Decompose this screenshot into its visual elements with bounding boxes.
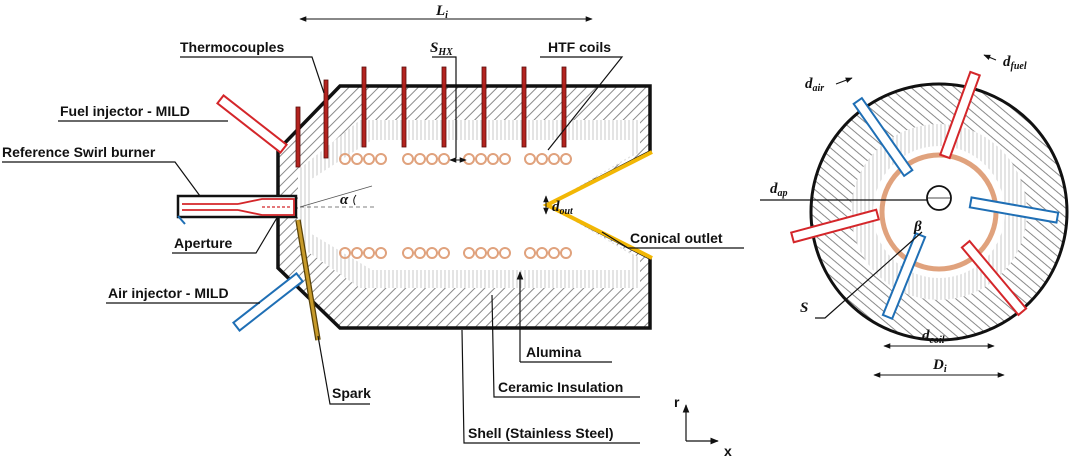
label-htf-coils: HTF coils — [548, 39, 611, 55]
thermocouples — [295, 66, 567, 168]
axis-x-label: x — [724, 443, 732, 459]
htf-coils-bottom — [339, 247, 572, 259]
air-injector-mild — [231, 272, 305, 332]
d-ap-symbol: dap — [770, 181, 788, 199]
s-hx-symbol: SHX — [430, 40, 453, 58]
label-spark: Spark — [332, 385, 371, 401]
end-view-section: dap β S dair dfuel dcoil Di — [760, 54, 1069, 378]
label-aperture: Aperture — [174, 235, 233, 251]
label-ceramic-insulation: Ceramic Insulation — [498, 379, 623, 395]
coordinate-axes: r x — [674, 394, 732, 459]
label-conical-outlet: Conical outlet — [630, 230, 723, 246]
htf-coils-top — [339, 153, 572, 165]
d-fuel-symbol: dfuel — [1003, 54, 1027, 72]
d-coil-symbol: dcoil — [922, 328, 945, 346]
furnace-section: α dout Li SHX Thermocouples HTF coils Fu… — [2, 3, 744, 444]
label-alumina: Alumina — [526, 344, 581, 360]
d-out-symbol: dout — [552, 199, 574, 217]
beta-symbol: β — [913, 219, 922, 235]
fuel-injector-mild — [215, 94, 289, 154]
axis-r-label: r — [674, 394, 680, 410]
s-symbol: S — [800, 300, 808, 316]
alpha-symbol: α — [340, 192, 349, 208]
d-air-symbol: dair — [805, 76, 824, 94]
furnace-cavity — [310, 140, 632, 270]
label-thermocouples: Thermocouples — [180, 39, 284, 55]
label-shell: Shell (Stainless Steel) — [468, 425, 614, 441]
reference-swirl-burner — [176, 194, 298, 225]
d-i-symbol: Di — [932, 357, 947, 375]
l-i-symbol: Li — [435, 3, 448, 21]
label-reference-swirl-burner: Reference Swirl burner — [2, 144, 156, 160]
label-fuel-injector: Fuel injector - MILD — [60, 103, 190, 119]
label-air-injector: Air injector - MILD — [108, 285, 229, 301]
